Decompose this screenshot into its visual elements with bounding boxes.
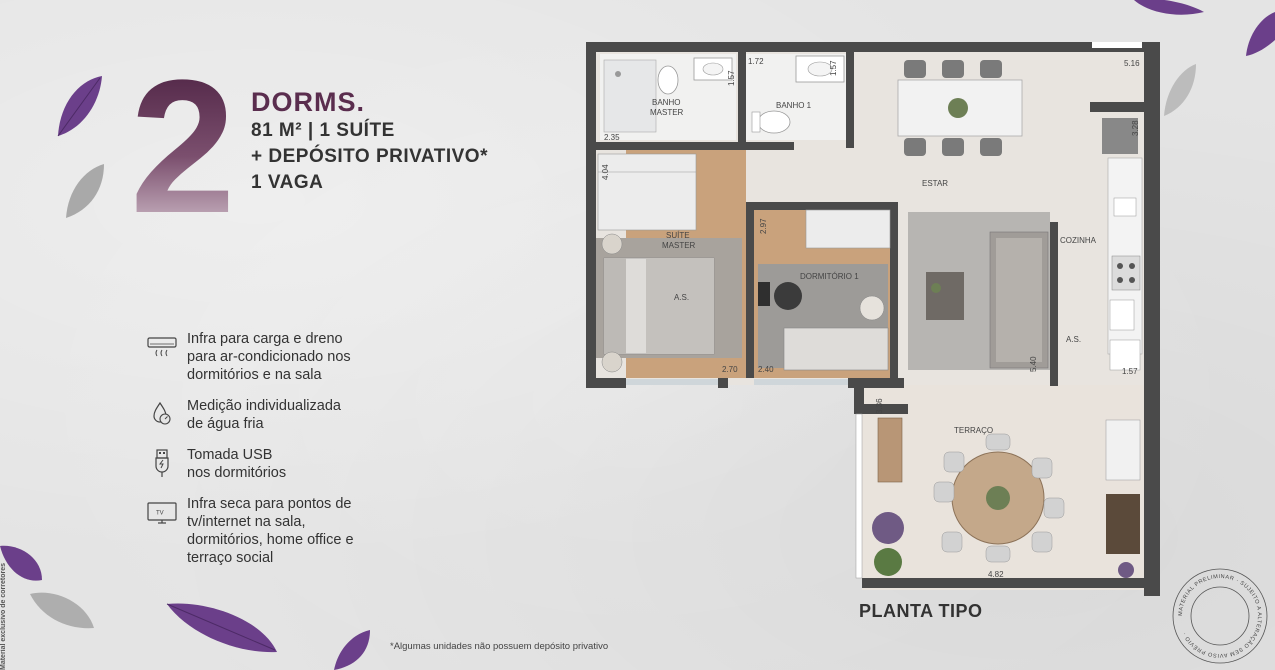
feature-text-water: Medição individualizada de água fria	[187, 398, 341, 432]
dim-dorm-depth: 2.97	[759, 218, 768, 234]
headline-area: 81 M² | 1 SUÍTE	[251, 120, 395, 141]
dorm-bed	[758, 282, 889, 371]
svg-text:MATERIAL PRELIMINAR · SUJEITO: MATERIAL PRELIMINAR · SUJEITO A ALTERAÇÃ…	[1178, 574, 1262, 658]
purple-leaf-bottom-left	[0, 545, 42, 581]
suite-bed	[601, 233, 715, 373]
headline-block: DORMS. 81 M² | 1 SUÍTE + DEPÓSITO PRIVAT…	[251, 86, 488, 196]
dim-bath-1-depth: 1.57	[829, 60, 838, 76]
terrace-glass	[855, 413, 863, 579]
plan-title: PLANTA TIPO	[859, 601, 983, 621]
dining-table	[897, 60, 1023, 156]
bath-master-fixtures	[603, 57, 733, 133]
room-label-bath-master: BANHO	[652, 98, 680, 107]
dorm-closet	[805, 209, 891, 249]
features-list: Infra para carga e dreno para ar-condici…	[146, 330, 406, 580]
room-label-bath-1: BANHO 1	[776, 101, 812, 110]
headline-parking: 1 VAGA	[251, 172, 324, 193]
grey-leaf-left	[66, 164, 104, 218]
purple-leaf-bottom	[166, 603, 277, 653]
dim-bath-master-width: 2.35	[604, 133, 620, 142]
room-label-bath-master-2: MASTER	[650, 108, 684, 117]
suite-closet	[597, 153, 697, 231]
grey-leaf-bottom-left	[30, 592, 94, 629]
purple-leaf-top-right	[1134, 0, 1204, 15]
bedroom-count-number: 2	[130, 41, 236, 253]
tv-icon: TV	[147, 502, 177, 524]
bath-1-fixtures	[751, 55, 845, 134]
dim-bath-master-depth: 1.57	[727, 70, 736, 86]
dim-suite-width: 2.70	[722, 365, 738, 374]
water-meter-icon	[153, 401, 171, 425]
purple-leaf-bottom-center	[334, 630, 370, 670]
purple-leaf-right-edge	[1246, 12, 1275, 56]
feature-item-tv: TV Infra seca para pontos de tv/internet…	[146, 495, 406, 567]
dim-closet: 4.04	[601, 164, 610, 180]
dim-service-width: 1.57	[1122, 367, 1138, 376]
floor-plan: BANHO MASTER BANHO 1 SUÍTE MASTER DORMIT…	[586, 42, 1160, 596]
dim-kitchen-depth: 3.28	[1131, 120, 1140, 136]
sofa	[926, 231, 1049, 369]
terrace-furniture	[872, 417, 1141, 578]
headline-title: DORMS.	[251, 87, 365, 117]
svg-text:TV: TV	[156, 511, 164, 517]
window-suite	[626, 379, 718, 385]
window-kitchen	[1092, 42, 1142, 48]
air-conditioner-icon	[147, 337, 177, 357]
seal-text: MATERIAL PRELIMINAR · SUJEITO A ALTERAÇÃ…	[1178, 574, 1262, 658]
room-label-as-suite: A.S.	[674, 293, 689, 302]
feature-item-ac: Infra para carga e dreno para ar-condici…	[146, 330, 406, 384]
room-label-estar: ESTAR	[922, 179, 948, 188]
headline-deposit: + DEPÓSITO PRIVATIVO*	[251, 146, 488, 167]
feature-text-tv: Infra seca para pontos de tv/internet na…	[187, 496, 354, 566]
usb-plug-icon	[155, 449, 169, 477]
dim-living-depth: 5.40	[1029, 356, 1038, 372]
kitchen-counter	[1102, 118, 1143, 371]
preliminary-material-seal: MATERIAL PRELIMINAR · SUJEITO A ALTERAÇÃ…	[1172, 568, 1268, 664]
footnote: *Algumas unidades não possuem depósito p…	[390, 641, 609, 652]
dim-terrace-depth: 3.36	[875, 398, 884, 414]
feature-item-usb: Tomada USB nos dormitórios	[146, 446, 406, 482]
room-label-suite: SUÍTE	[666, 231, 690, 240]
dim-dorm-width: 2.40	[758, 365, 774, 374]
purple-leaf-top-left	[57, 76, 102, 137]
grey-leaf-right	[1164, 64, 1196, 116]
dim-terrace-width: 4.82	[988, 570, 1004, 579]
feature-item-water: Medição individualizada de água fria	[146, 397, 406, 433]
side-note: Material exclusivo de corretores	[0, 563, 7, 670]
feature-text-usb: Tomada USB nos dormitórios	[187, 447, 287, 481]
dim-bath-1-width: 1.72	[748, 57, 764, 66]
feature-text-ac: Infra para carga e dreno para ar-condici…	[187, 331, 351, 383]
room-label-suite-2: MASTER	[662, 241, 696, 250]
room-label-as-kitchen: A.S.	[1066, 335, 1081, 344]
dim-kitchen-width: 5.16	[1124, 59, 1140, 68]
room-label-dorm-1: DORMITÓRIO 1	[800, 272, 859, 281]
room-label-terraco: TERRAÇO	[954, 426, 993, 435]
room-label-cozinha: COZINHA	[1060, 236, 1097, 245]
window-dorm	[754, 379, 848, 385]
